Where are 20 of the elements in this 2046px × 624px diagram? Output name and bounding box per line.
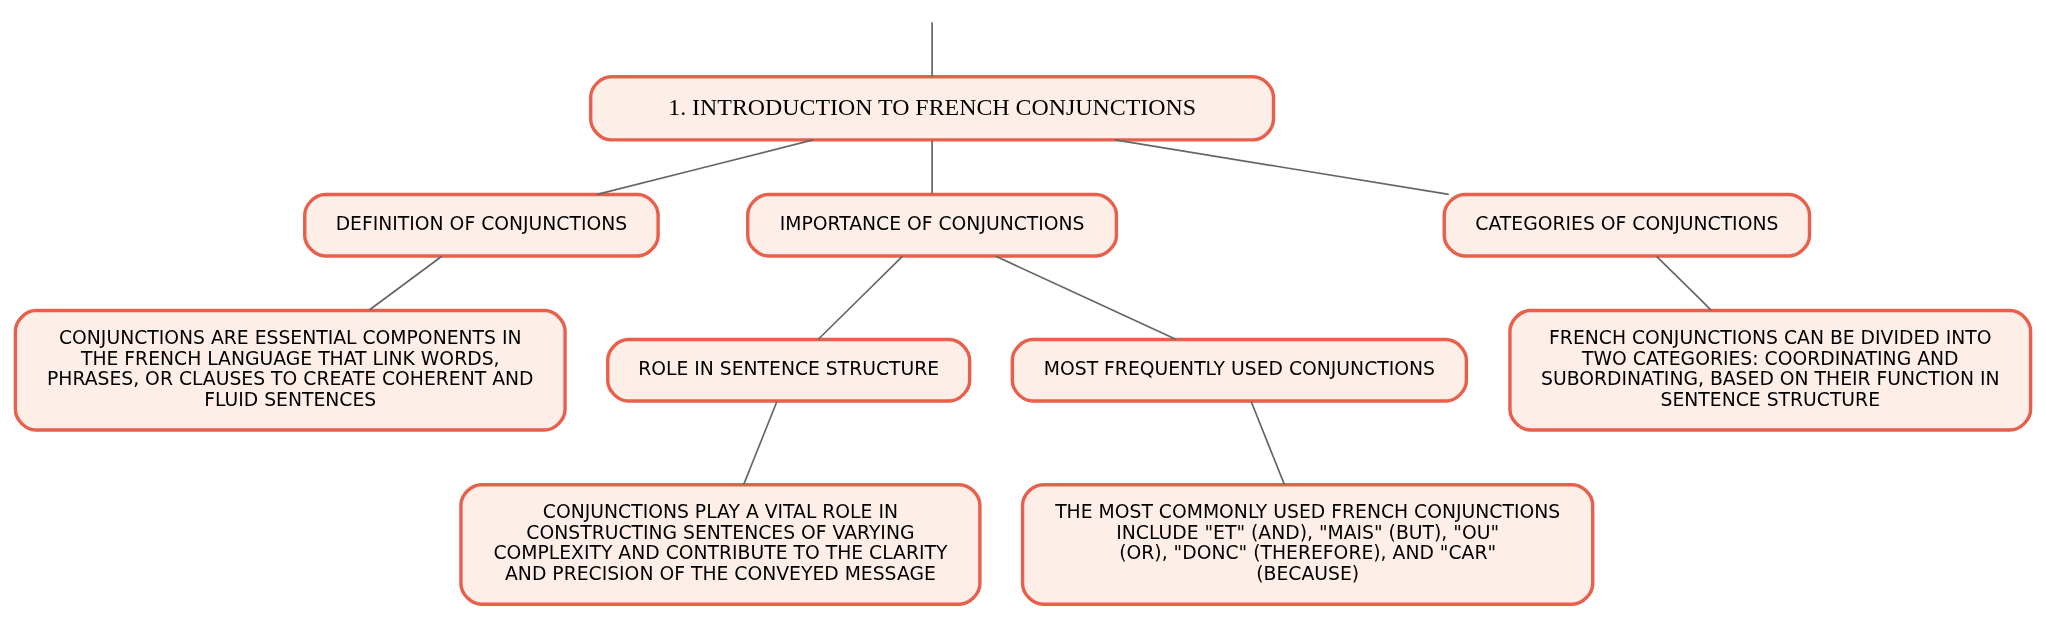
node-box: THE MOST COMMONLY USED FRENCH CONJUNCTIONS INCLUDE "ET" (AND), "MAIS" (BUT), "OU" (OR), "DONC" (THEREFORE), AND "CAR" (BECAUSE) <box>1020 482 1595 606</box>
connector <box>931 20 933 78</box>
node-box: CATEGORIES OF CONJUNCTIONS <box>1442 192 1812 258</box>
node-box: MOST FREQUENTLY USED CONJUNCTIONS <box>1010 337 1469 403</box>
node-box: CONJUNCTIONS PLAY A VITAL ROLE IN CONSTRUCTING SENTENCES OF VARYING COMPLEXITY AND CONTRIBUTE TO THE CLARITY AND PRECISION OF THE CONVEYED MESSAGE <box>459 482 982 606</box>
node-box: FRENCH CONJUNCTIONS CAN BE DIVIDED INTO TWO CATEGORIES: COORDINATING AND SUBORDINATING, BASED ON THEIR FUNCTION IN SENTENCE STRUCTURE <box>1508 308 2033 432</box>
connector <box>368 254 443 311</box>
connector <box>1250 400 1286 485</box>
node-box: 1. INTRODUCTION TO FRENCH CONJUNCTIONS <box>588 74 1276 142</box>
connector <box>994 254 1178 340</box>
connector <box>817 254 904 340</box>
node-box: CONJUNCTIONS ARE ESSENTIAL COMPONENTS IN THE FRENCH LANGUAGE THAT LINK WORDS, PHRASES, OR CLAUSES TO CREATE COHERENT AND FLUID SENTENCES <box>13 308 567 432</box>
connector <box>742 400 778 485</box>
connector <box>931 139 933 195</box>
connector <box>1114 138 1450 195</box>
node-box: DEFINITION OF CONJUNCTIONS <box>303 192 660 258</box>
node-box: ROLE IN SENTENCE STRUCTURE <box>606 337 972 403</box>
connector <box>596 138 814 195</box>
node-box: IMPORTANCE OF CONJUNCTIONS <box>746 192 1119 258</box>
connector <box>1655 254 1712 311</box>
